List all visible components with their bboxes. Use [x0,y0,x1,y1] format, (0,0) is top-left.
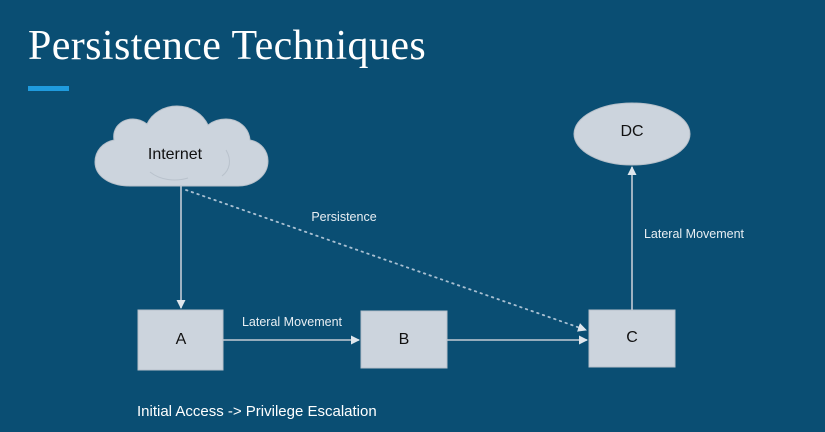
node-internet[interactable] [94,105,269,187]
edge-label-lateral-movement-ab: Lateral Movement [241,315,343,329]
node-label-a: A [175,331,187,348]
node-b[interactable] [360,310,448,369]
edge-internet-to-c [185,189,587,332]
page-title: Persistence Techniques [28,23,427,69]
node-label-internet: Internet [147,146,203,163]
node-c[interactable] [588,309,676,368]
title-accent-bar [28,86,69,91]
edge-label-lateral-movement-cdc: Lateral Movement [643,227,745,241]
node-a[interactable] [137,309,224,371]
node-label-b: B [398,331,410,348]
node-label-dc: DC [620,123,644,140]
edge-label-persistence: Persistence [311,210,377,224]
node-dc[interactable] [573,102,691,166]
diagram-caption: Initial Access -> Privilege Escalation [137,403,377,420]
node-label-c: C [626,329,638,346]
